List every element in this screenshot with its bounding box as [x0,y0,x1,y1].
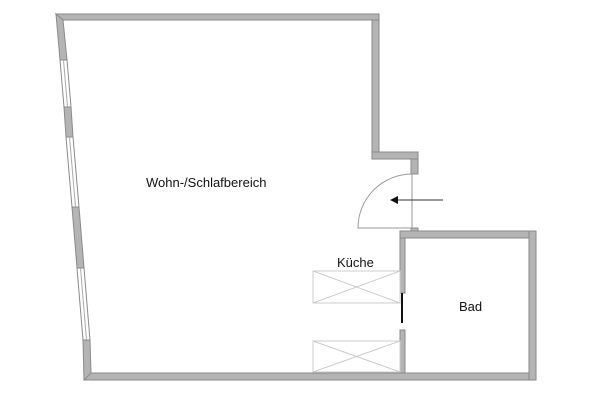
entrance-arrow [390,196,443,204]
entrance-door [357,173,413,229]
walls [54,13,537,381]
left-wall [55,12,92,382]
kitchen-counters [312,270,401,373]
sliding-door [401,293,403,323]
room-label-living: Wohn-/Schlafbereich [146,175,267,190]
room-label-kitchen: Küche [337,255,374,270]
room-label-bath: Bad [459,299,483,314]
